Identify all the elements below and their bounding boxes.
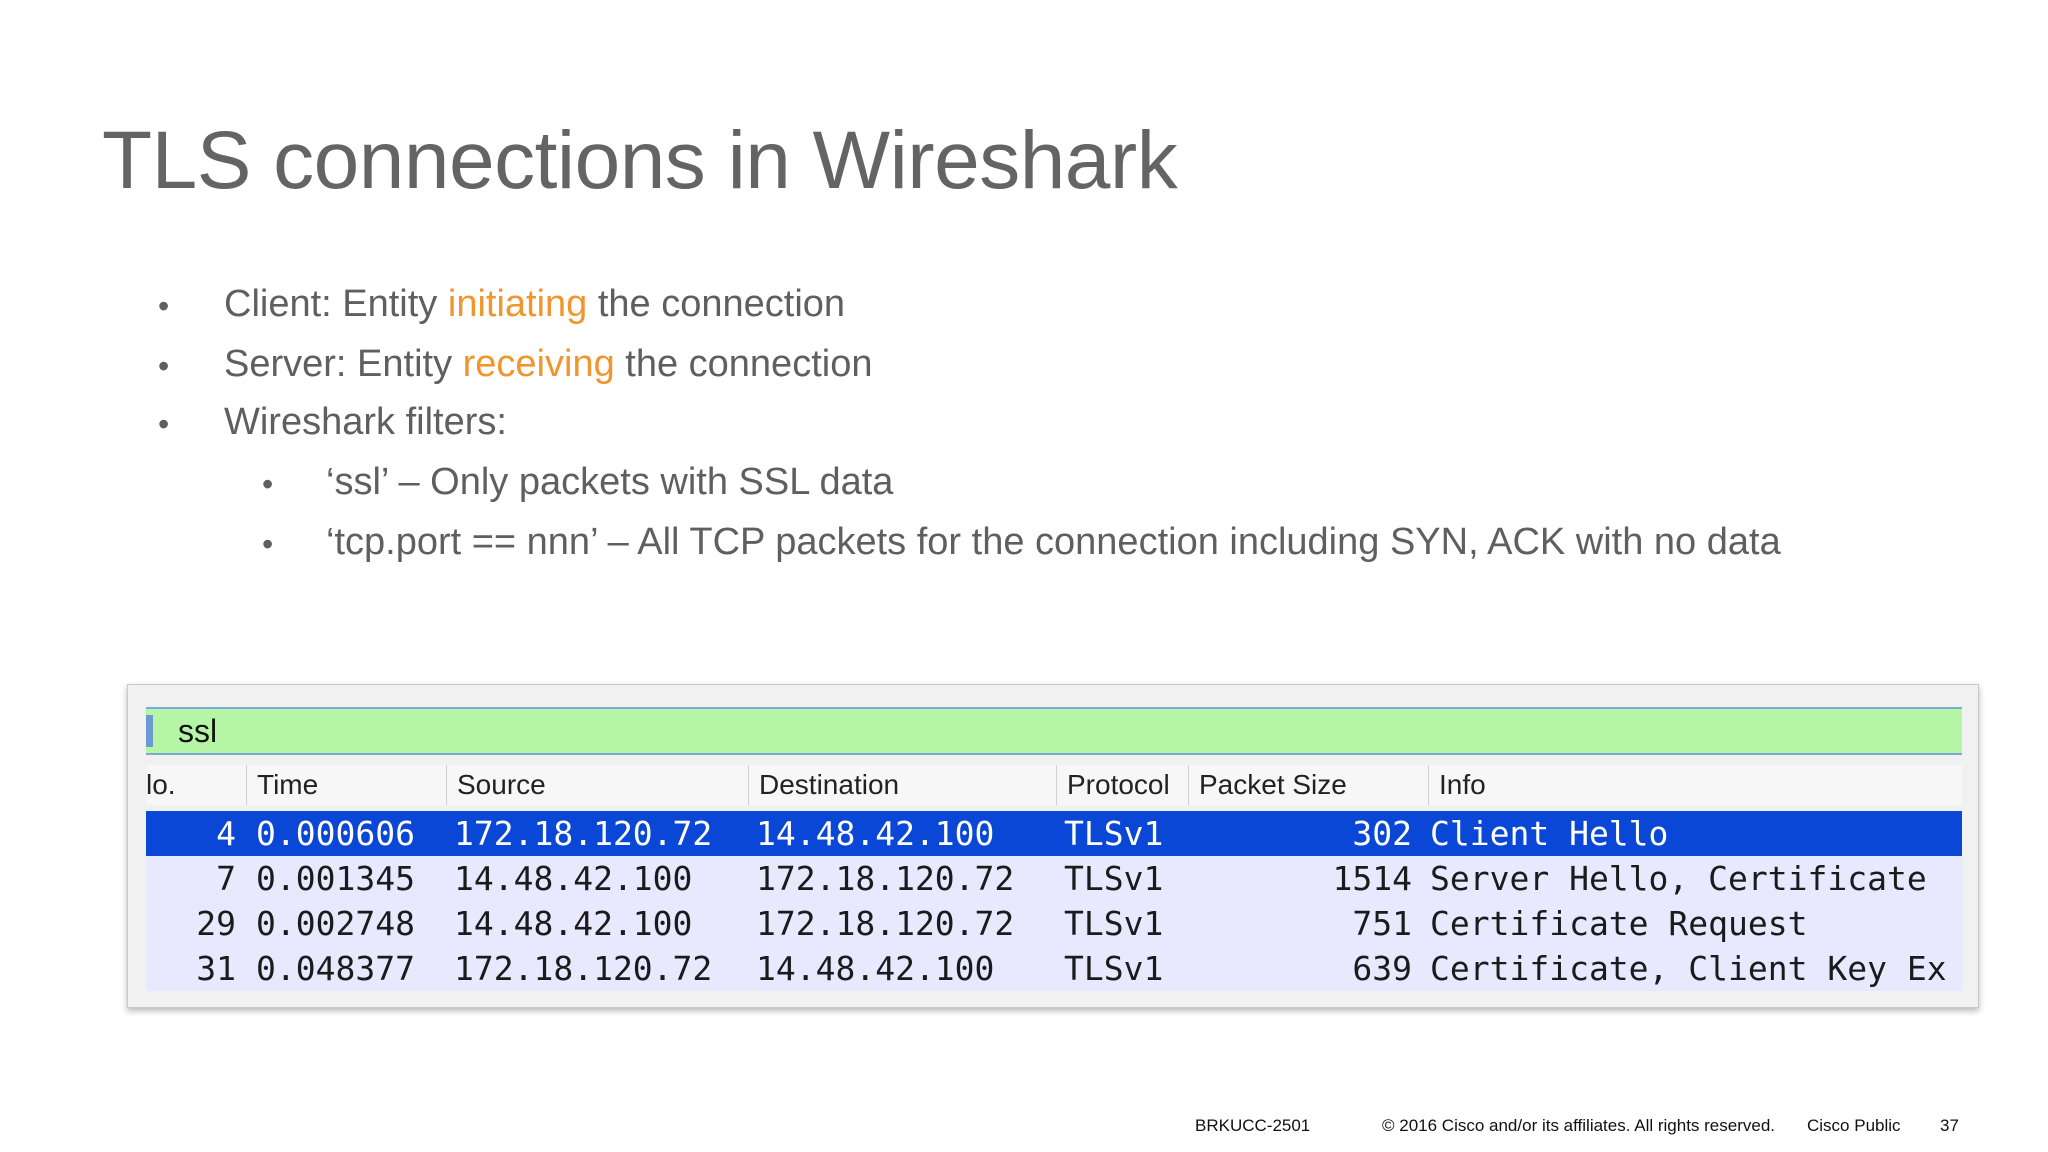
packet-protocol: TLSv1 <box>1064 949 1164 988</box>
column-header-no[interactable]: lo. <box>146 769 176 800</box>
column-header-protocol[interactable]: Protocol <box>1056 765 1188 805</box>
display-filter-input[interactable]: ssl <box>178 713 218 749</box>
packet-size: 302 <box>1352 814 1412 853</box>
packet-time: 0.000606 <box>256 814 415 853</box>
footer-copyright: © 2016 Cisco and/or its affiliates. All … <box>1382 1116 1776 1135</box>
bullet-client-highlight: initiating <box>447 283 588 325</box>
sub-bullet-ssl: ‘ssl’ – Only packets with SSL data <box>326 461 894 503</box>
packet-row-selected[interactable]: 4 0.000606 172.18.120.72 14.48.42.100 TL… <box>146 811 1962 856</box>
sub-bullet-tcp-port: ‘tcp.port == nnn’ – All TCP packets for … <box>326 521 1781 563</box>
bullet-server-tail: the connection <box>614 343 873 385</box>
packet-info: Client Hello <box>1430 814 1669 853</box>
footer-page-number: 37 <box>1940 1116 1959 1135</box>
packet-time: 0.048377 <box>256 949 415 988</box>
packet-info: Certificate, Client Key Ex <box>1430 949 1947 988</box>
packet-destination: 172.18.120.72 <box>756 904 1015 943</box>
bullet-client-tail: the connection <box>587 283 846 325</box>
packet-destination: 14.48.42.100 <box>756 949 995 988</box>
bullet-marker: • <box>158 406 170 442</box>
packet-destination: 14.48.42.100 <box>756 814 995 853</box>
sub-bullet-marker: • <box>262 526 274 562</box>
packet-row[interactable]: 29 0.002748 14.48.42.100 172.18.120.72 T… <box>146 901 1962 946</box>
packet-source: 172.18.120.72 <box>454 949 713 988</box>
packet-no: 29 <box>196 904 236 943</box>
footer-session-id: BRKUCC-2501 <box>1195 1116 1311 1135</box>
packet-source: 14.48.42.100 <box>454 904 693 943</box>
packet-time: 0.001345 <box>256 859 415 898</box>
packet-protocol: TLSv1 <box>1064 904 1164 943</box>
bullet-client: Client: Entity initiating the connection <box>224 282 845 328</box>
packet-no: 31 <box>196 949 236 988</box>
packet-list-header: lo. Time Source Destination Protocol Pac… <box>146 765 1962 805</box>
packet-info: Certificate Request <box>1430 904 1808 943</box>
bullet-server-highlight: receiving <box>462 343 615 385</box>
bullet-filters: Wireshark filters: <box>224 401 507 443</box>
packet-source: 14.48.42.100 <box>454 859 693 898</box>
packet-info: Server Hello, Certificate <box>1430 859 1927 898</box>
packet-time: 0.002748 <box>256 904 415 943</box>
bullet-server-lead: Server: Entity <box>224 343 463 385</box>
packet-size: 639 <box>1352 949 1412 988</box>
footer-classification: Cisco Public <box>1807 1116 1901 1135</box>
wireshark-packet-list-panel: ssl lo. Time Source Destination Protocol… <box>127 684 1979 1008</box>
bullet-client-lead: Client: Entity <box>224 283 448 325</box>
filter-bookmark-icon[interactable] <box>146 715 153 747</box>
packet-protocol: TLSv1 <box>1064 814 1164 853</box>
packet-size: 1514 <box>1332 859 1412 898</box>
column-header-info[interactable]: Info <box>1428 765 1962 805</box>
bullet-server: Server: Entity receiving the connection <box>224 342 872 388</box>
column-header-time[interactable]: Time <box>246 765 446 805</box>
packet-destination: 172.18.120.72 <box>756 859 1015 898</box>
sub-bullet-marker: • <box>262 466 274 502</box>
packet-row[interactable]: 31 0.048377 172.18.120.72 14.48.42.100 T… <box>146 946 1962 991</box>
slide-title: TLS connections in Wireshark <box>102 115 1178 206</box>
packet-protocol: TLSv1 <box>1064 859 1164 898</box>
column-header-destination[interactable]: Destination <box>748 765 1056 805</box>
packet-size: 751 <box>1352 904 1412 943</box>
bullet-marker: • <box>158 348 170 384</box>
packet-row[interactable]: 7 0.001345 14.48.42.100 172.18.120.72 TL… <box>146 856 1962 901</box>
column-header-source[interactable]: Source <box>446 765 748 805</box>
column-header-packet-size[interactable]: Packet Size <box>1188 765 1428 805</box>
bullet-marker: • <box>158 288 170 324</box>
packet-no: 7 <box>216 859 236 898</box>
packet-source: 172.18.120.72 <box>454 814 713 853</box>
packet-no: 4 <box>216 814 236 853</box>
display-filter-bar[interactable]: ssl <box>146 707 1962 755</box>
